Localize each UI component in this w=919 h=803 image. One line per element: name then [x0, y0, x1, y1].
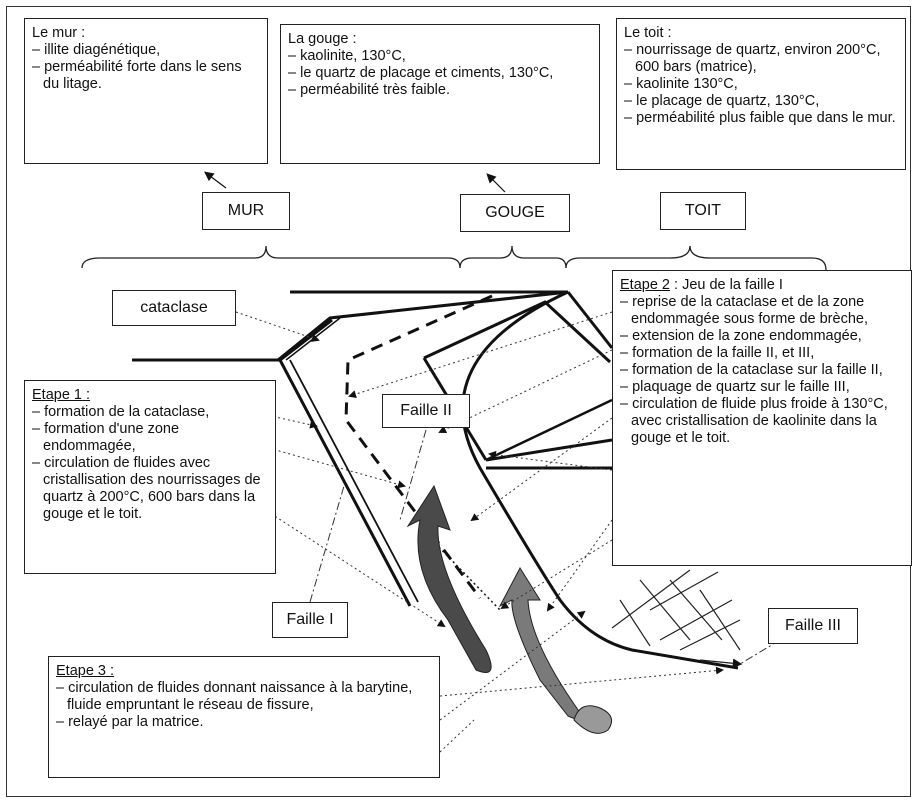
- inner-block: [423, 300, 612, 364]
- brace-toit: [565, 245, 827, 271]
- fluid-arrow-light: [573, 705, 613, 734]
- gouge-pointer: [486, 173, 506, 193]
- etape1-item: – formation d'une zone endommagée,: [32, 421, 180, 454]
- cataclase-label: cataclase: [112, 290, 236, 326]
- mur-item: – illite diagénétique,: [32, 42, 161, 58]
- etape1-item: – circulation de fluides avec cristallis…: [32, 455, 261, 522]
- faille-3-label: Faille III: [768, 608, 858, 644]
- zone-label-toit: TOIT: [660, 192, 746, 230]
- toit-item: – le placage de quartz, 130°C,: [624, 93, 820, 109]
- cataclase-band: [279, 318, 333, 362]
- brace-mur: [81, 245, 461, 269]
- gouge-item: – le quartz de placage et ciments, 130°C…: [288, 65, 554, 81]
- faille-2-label: Faille II: [382, 394, 470, 428]
- etape2-item: – extension de la zone endommagée,: [620, 328, 862, 344]
- toit-item: – nourrissage de quartz, environ 200°C, …: [624, 42, 881, 75]
- zone-label-mur: MUR: [202, 192, 290, 230]
- etape3-box: Etape 3 : – circulation de fluides donna…: [48, 656, 440, 778]
- etape2-item: – formation de la cataclase sur la faill…: [620, 362, 883, 378]
- gouge-info-box: La gouge : – kaolinite, 130°C, – le quar…: [280, 24, 600, 164]
- faille-1-line-c: [289, 359, 419, 603]
- etape2-title: Etape 2: [620, 277, 670, 293]
- mur-title: Le mur :: [32, 25, 86, 41]
- etape3-title: Etape 3 :: [56, 663, 115, 679]
- etape2-title-suffix: : Jeu de la faille I: [670, 277, 783, 293]
- etape2-box: Etape 2 : Jeu de la faille I – reprise d…: [612, 270, 912, 566]
- etape2-item: – circulation de fluide plus froide à 13…: [620, 396, 888, 446]
- etape1-title: Etape 1 :: [32, 387, 91, 403]
- zone-label-gouge: GOUGE: [460, 194, 570, 232]
- faille-1-line-b: [278, 359, 412, 607]
- toit-info-box: Le toit : – nourrissage de quartz, envir…: [616, 18, 906, 170]
- etape2-item: – reprise de la cataclase et de la zone …: [620, 294, 868, 327]
- toit-title: Le toit :: [624, 25, 672, 41]
- mur-item: – perméabilité forte dans le sens du lit…: [32, 59, 242, 92]
- toit-boundary: [566, 291, 614, 349]
- etape1-box: Etape 1 : – formation de la cataclase, –…: [24, 380, 276, 574]
- faille-2-dotted: [431, 539, 501, 611]
- faille-2-dashed: [344, 294, 493, 599]
- etape2-item: – plaquage de quartz sur le faille III,: [620, 379, 850, 395]
- mur-info-box: Le mur : – illite diagénétique, – perméa…: [24, 18, 268, 164]
- etape2-item: – formation de la faille II, et III,: [620, 345, 815, 361]
- gouge-title: La gouge :: [288, 31, 357, 47]
- toit-item: – kaolinite 130°C,: [624, 76, 738, 92]
- faille-1-label: Faille I: [272, 602, 348, 638]
- fluid-arrow-dark: [406, 484, 492, 673]
- mur-pointer: [204, 171, 227, 189]
- etape2-title-line: Etape 2 : Jeu de la faille I: [620, 277, 904, 294]
- brace-gouge: [459, 245, 567, 269]
- etape3-item: – relayé par la matrice.: [56, 714, 204, 730]
- etape1-item: – formation de la cataclase,: [32, 404, 210, 420]
- etape3-item: – circulation de fluides donnant naissan…: [56, 680, 413, 713]
- toit-item: – perméabilité plus faible que dans le m…: [624, 110, 896, 126]
- gouge-item: – kaolinite, 130°C,: [288, 48, 406, 64]
- faille-1-line-a: [277, 290, 569, 362]
- gouge-item: – perméabilité très faible.: [288, 82, 450, 98]
- fluid-arrow-grey: [498, 566, 582, 720]
- fracture-network: [611, 569, 743, 669]
